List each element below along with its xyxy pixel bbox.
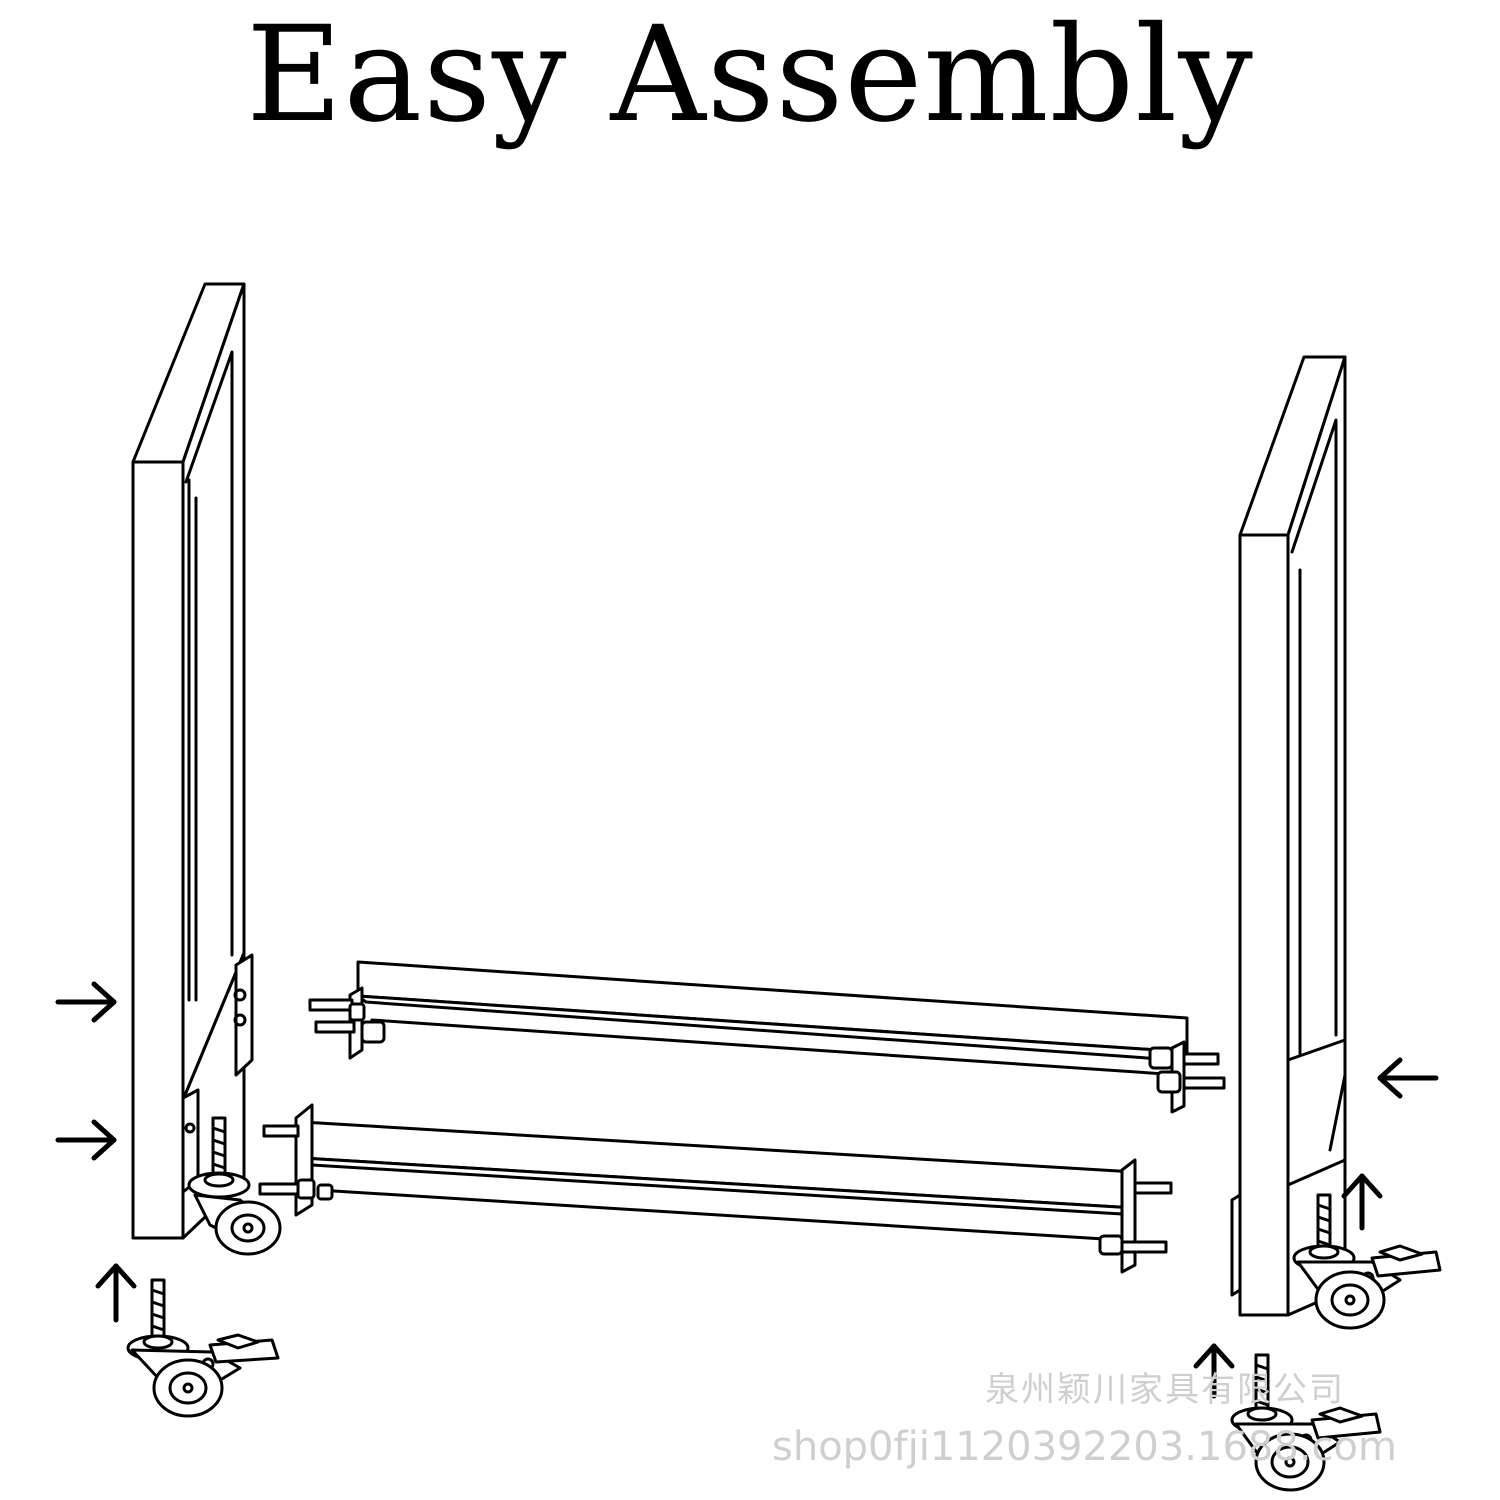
caster-wheel-icon [126, 1278, 280, 1418]
arrow-icon [1193, 1343, 1235, 1399]
watermark-company: 泉州颖川家具有限公司 [985, 1370, 1345, 1410]
arrow-icon [95, 1263, 137, 1323]
caster-wheel-icon [1292, 1193, 1442, 1330]
caster-wheel-icon [1230, 1353, 1382, 1492]
arrow-icon [55, 1119, 117, 1161]
caster-wheel-icon [187, 1116, 282, 1256]
right-frame-panel-icon [1230, 355, 1347, 1317]
arrow-icon [1377, 1057, 1439, 1099]
lower-crossbar-icon [258, 1103, 1173, 1274]
watermark-url: shop0fji1120392203.1688.com [772, 1424, 1397, 1470]
page-title: Easy Assembly [246, 0, 1254, 152]
arrow-icon [1341, 1173, 1383, 1231]
left-frame-panel-icon [131, 282, 254, 1240]
arrow-icon [55, 981, 117, 1023]
upper-crossbar-icon [308, 960, 1226, 1114]
